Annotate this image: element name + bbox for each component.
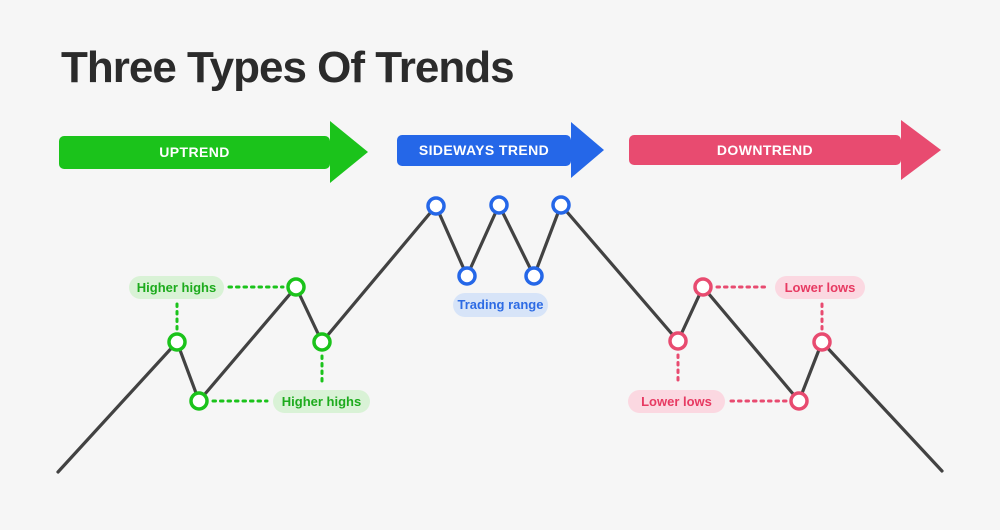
page-title: Three Types Of Trends	[61, 43, 515, 92]
downtrend-arrow-body: DOWNTREND	[629, 135, 901, 165]
swing-point-marker	[524, 266, 544, 286]
higher-highs-badge-1: Higher highs	[129, 276, 224, 299]
swing-point-marker	[551, 195, 571, 215]
swing-point-marker	[489, 195, 509, 215]
swing-point-marker	[189, 391, 209, 411]
sideways-trend-arrow-body: SIDEWAYS TREND	[397, 134, 571, 166]
trading-range-badge: Trading range	[453, 293, 548, 317]
downtrend-arrowhead-icon	[901, 120, 941, 180]
sideways-trend-arrow: SIDEWAYS TREND	[397, 122, 604, 178]
swing-point-marker	[457, 266, 477, 286]
swing-point-marker	[312, 332, 332, 352]
uptrend-arrow-body: UPTREND	[59, 135, 330, 169]
swing-point-marker	[286, 277, 306, 297]
uptrend-arrow-label: UPTREND	[159, 144, 230, 160]
swing-point-marker	[789, 391, 809, 411]
price-line	[56, 203, 944, 474]
sideways-trend-arrow-label: SIDEWAYS TREND	[418, 142, 550, 158]
swing-point-marker	[812, 332, 832, 352]
lower-lows-badge-1: Lower lows	[775, 276, 865, 299]
swing-point-marker	[167, 332, 187, 352]
downtrend-arrow: DOWNTREND	[629, 120, 941, 180]
swing-point-marker	[668, 331, 688, 351]
higher-highs-badge-2: Higher highs	[273, 390, 370, 413]
sideways-trend-arrowhead-icon	[571, 122, 604, 178]
uptrend-arrowhead-icon	[330, 121, 368, 183]
uptrend-arrow: UPTREND	[59, 121, 368, 183]
swing-point-marker	[426, 196, 446, 216]
swing-point-marker	[693, 277, 713, 297]
lower-lows-badge-2: Lower lows	[628, 390, 725, 413]
downtrend-arrow-label: DOWNTREND	[716, 142, 814, 158]
